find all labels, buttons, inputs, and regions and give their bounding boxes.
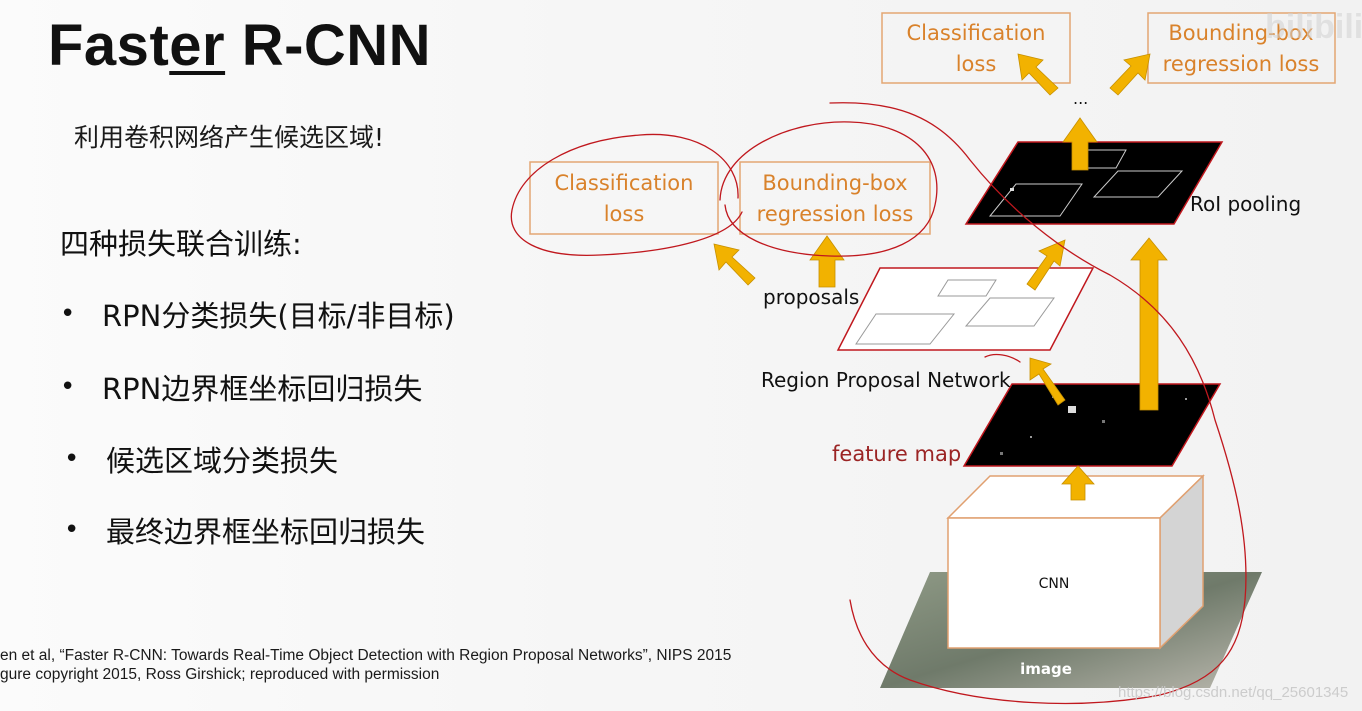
arrow-feature-map-to-roi-pooling (1130, 237, 1168, 411)
proposal-box (855, 313, 956, 345)
flow-arrows (713, 53, 1168, 501)
bullet-item: • RPN边界框坐标回归损失 (60, 366, 422, 408)
loss-box-frame (881, 12, 1071, 84)
proposal-box (937, 279, 997, 297)
feature-map-plane (962, 383, 1222, 467)
arrow-to-rpn-classification-loss (713, 243, 756, 286)
bullet-item: • 最终边界框坐标回归损失 (64, 509, 425, 551)
feature-dot (1185, 398, 1187, 400)
ellipsis-label: ... (1073, 89, 1088, 108)
arrow-roi-pooling-up (1062, 117, 1098, 171)
title-prefix: Fast (48, 13, 170, 78)
arrow-to-final-classification-loss (1017, 53, 1059, 96)
bilibili-watermark-logo: bilibili (1265, 8, 1362, 46)
loss-box-line-2: regression loss (757, 202, 914, 226)
roi-pooling-label: RoI pooling (1190, 192, 1301, 216)
image-label: image (1020, 660, 1072, 678)
subtitle: 利用卷积网络产生候选区域! (74, 123, 385, 152)
bullet-item: • RPN分类损失(目标/非目标) (60, 293, 455, 335)
stroke-near-rpn (984, 353, 1021, 363)
cnn-front-face (947, 517, 1161, 649)
loss-box-line-2: loss (604, 202, 645, 226)
red-annotations (510, 102, 1247, 705)
bullet-item: • 候选区域分类损失 (64, 438, 338, 480)
bullet-text: RPN分类损失(目标/非目标) (102, 299, 455, 333)
title-underlined: er (169, 13, 226, 78)
bullet-dot: • (60, 372, 76, 402)
arrow-to-rpn-bbox-loss (809, 235, 845, 288)
loss-box-line-1: Classification (907, 21, 1046, 45)
feature-map-label: feature map (832, 442, 961, 466)
circle-around-rpn-bbox-loss (719, 121, 938, 257)
roi-pooling-shape (964, 141, 1224, 225)
citation-line-1: en et al, “Faster R-CNN: Towards Real-Ti… (0, 647, 732, 664)
loss-box-line-2: regression loss (1163, 52, 1320, 76)
proposal-box (964, 297, 1055, 327)
circle-around-final-stage (829, 102, 1247, 705)
slide-title: Faster R-CNN (48, 14, 431, 78)
loss-box-line-2: loss (956, 52, 997, 76)
loss-box-line-1: Bounding-box (762, 171, 907, 195)
loss-box-frame (739, 161, 931, 235)
roi-box (988, 183, 1083, 217)
bullet-dot: • (60, 299, 76, 329)
arrow-feature-map-to-rpn (1029, 357, 1066, 406)
arrow-cnn-to-feature-map (1061, 465, 1095, 501)
citation: en et al, “Faster R-CNN: Towards Real-Ti… (0, 646, 731, 684)
cnn-block: CNN (946, 474, 1205, 650)
proposals-shape (836, 267, 1095, 351)
feature-dot (1010, 188, 1014, 191)
bullet-text: 最终边界框坐标回归损失 (106, 515, 426, 549)
citation-line-2: gure copyright 2015, Ross Girshick; repr… (0, 666, 440, 683)
proposals-plane (836, 267, 1095, 351)
bullet-dot: • (64, 515, 80, 545)
loss-box-line-1: Bounding-box (1168, 21, 1313, 45)
loss-box-frame (529, 161, 719, 235)
loss-box-frame (1147, 12, 1336, 84)
bullet-text: RPN边界框坐标回归损失 (102, 372, 423, 406)
final-bbox-regression-loss-box: Bounding-box regression loss (1147, 12, 1336, 84)
rpn-label: Region Proposal Network (761, 368, 1011, 392)
feature-dot (1000, 452, 1003, 455)
bullet-dot: • (64, 444, 80, 474)
csdn-watermark-url: https://blog.csdn.net/qq_25601345 (1118, 684, 1349, 701)
roi-box (1092, 170, 1184, 198)
losses-heading: 四种损失联合训练: (60, 227, 302, 261)
arrow-proposals-to-roi-pooling (1026, 239, 1066, 291)
final-classification-loss-box: Classification loss (881, 12, 1071, 84)
feature-dot (1068, 406, 1076, 413)
circle-around-rpn-classification-loss (510, 133, 743, 256)
rpn-classification-loss-box: Classification loss (529, 161, 719, 235)
arrow-to-final-bbox-loss (1109, 53, 1151, 96)
cnn-label: CNN (1039, 576, 1070, 592)
feature-dot (1030, 436, 1032, 438)
feature-dot (1102, 420, 1105, 423)
loss-box-line-1: Classification (555, 171, 694, 195)
roi-pooling-plane (964, 141, 1224, 225)
title-suffix: R-CNN (225, 13, 432, 78)
rpn-bbox-regression-loss-box: Bounding-box regression loss (739, 161, 931, 235)
bullet-text: 候选区域分类损失 (106, 444, 339, 478)
proposals-label: proposals (763, 285, 859, 309)
